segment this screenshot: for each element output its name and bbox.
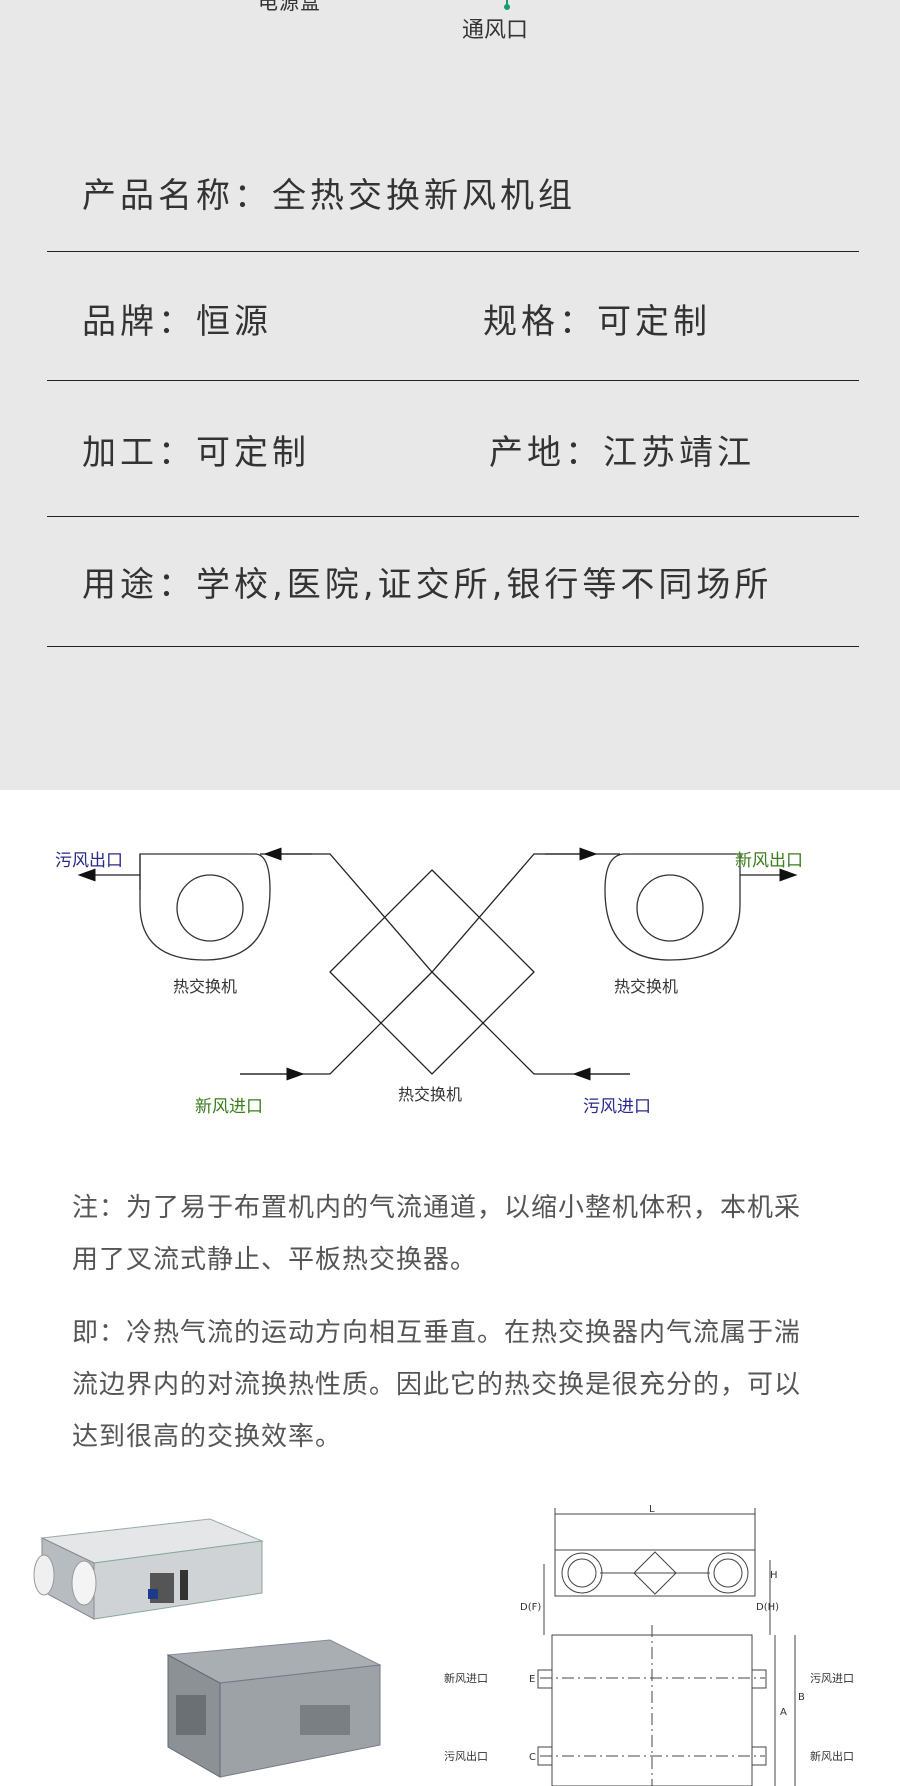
drawing-dirty-out: 污风出口 — [444, 1749, 488, 1763]
right-fan — [604, 853, 741, 961]
note-paragraph-1: 注：为了易于布置机内的气流通道，以缩小整机体积，本机采用了叉流式静止、平板热交换… — [72, 1193, 802, 1275]
label-exchanger-left: 热交换机 — [173, 977, 237, 996]
drawing-dirty-in: 污风进口 — [810, 1672, 854, 1685]
unit-photo-upper — [33, 1518, 264, 1620]
dim-L: L — [649, 1504, 655, 1515]
origin: 产地：江苏靖江 — [489, 433, 755, 473]
vent-label: 通风口 — [462, 18, 529, 43]
label-dirty-in: 污风进口 — [583, 1097, 651, 1117]
processing: 加工：可定制 — [82, 433, 310, 473]
dim-DF: D(F) — [520, 1602, 541, 1613]
unit-photos — [33, 1518, 382, 1778]
dimension-drawing: L H D(F) D(H) E A B C 新风进口 污风出口 污风进口 新风出… — [444, 1504, 854, 1786]
spec-row-processing: 加工：可定制 产地：江苏靖江 — [47, 381, 859, 517]
dim-B: B — [798, 1692, 805, 1703]
spec-row-brand: 品牌：恒源 规格：可定制 — [47, 252, 859, 381]
unit-photo-lower — [166, 1639, 382, 1778]
spec-panel: 电源盒 通风口 产品名称：全热交换新风机组 品牌：恒源 规格：可定制 加工：可定… — [0, 0, 900, 790]
dim-E: E — [529, 1674, 535, 1685]
dim-H: H — [770, 1570, 778, 1581]
label-exchanger-center: 热交换机 — [398, 1085, 462, 1104]
left-fan — [139, 853, 271, 961]
label-exchanger-right: 热交换机 — [614, 977, 678, 996]
dim-DH: D(H) — [756, 1602, 779, 1613]
crossflow-diagram: 污风出口 新风出口 热交换机 热交换机 热交换机 新风进口 污风进口 — [55, 847, 803, 1117]
spec: 规格：可定制 — [483, 302, 711, 342]
label-fresh-out: 新风出口 — [735, 851, 803, 871]
vent-pointer-dot — [504, 4, 510, 10]
brand: 品牌：恒源 — [82, 302, 272, 342]
heat-exchanger-core — [240, 853, 630, 1075]
spec-row-product: 产品名称：全热交换新风机组 — [47, 140, 859, 252]
cut-off-label: 电源盒 — [258, 0, 321, 14]
label-fresh-in: 新风进口 — [195, 1097, 263, 1117]
label-dirty-out: 污风出口 — [55, 851, 123, 871]
usage: 用途：学校,医院,证交所,银行等不同场所 — [82, 565, 773, 605]
product-name: 产品名称：全热交换新风机组 — [82, 176, 576, 216]
dim-A: A — [780, 1707, 787, 1718]
drawing-fresh-in: 新风进口 — [444, 1671, 488, 1685]
vent-pointer-line — [506, 0, 508, 6]
note-paragraph-2: 即：冷热气流的运动方向相互垂直。在热交换器内气流属于湍流边界内的对流换热性质。因… — [72, 1318, 802, 1452]
spec-row-usage: 用途：学校,医院,证交所,银行等不同场所 — [47, 517, 859, 647]
dim-C: C — [529, 1752, 536, 1763]
drawing-fresh-out: 新风出口 — [810, 1749, 854, 1763]
